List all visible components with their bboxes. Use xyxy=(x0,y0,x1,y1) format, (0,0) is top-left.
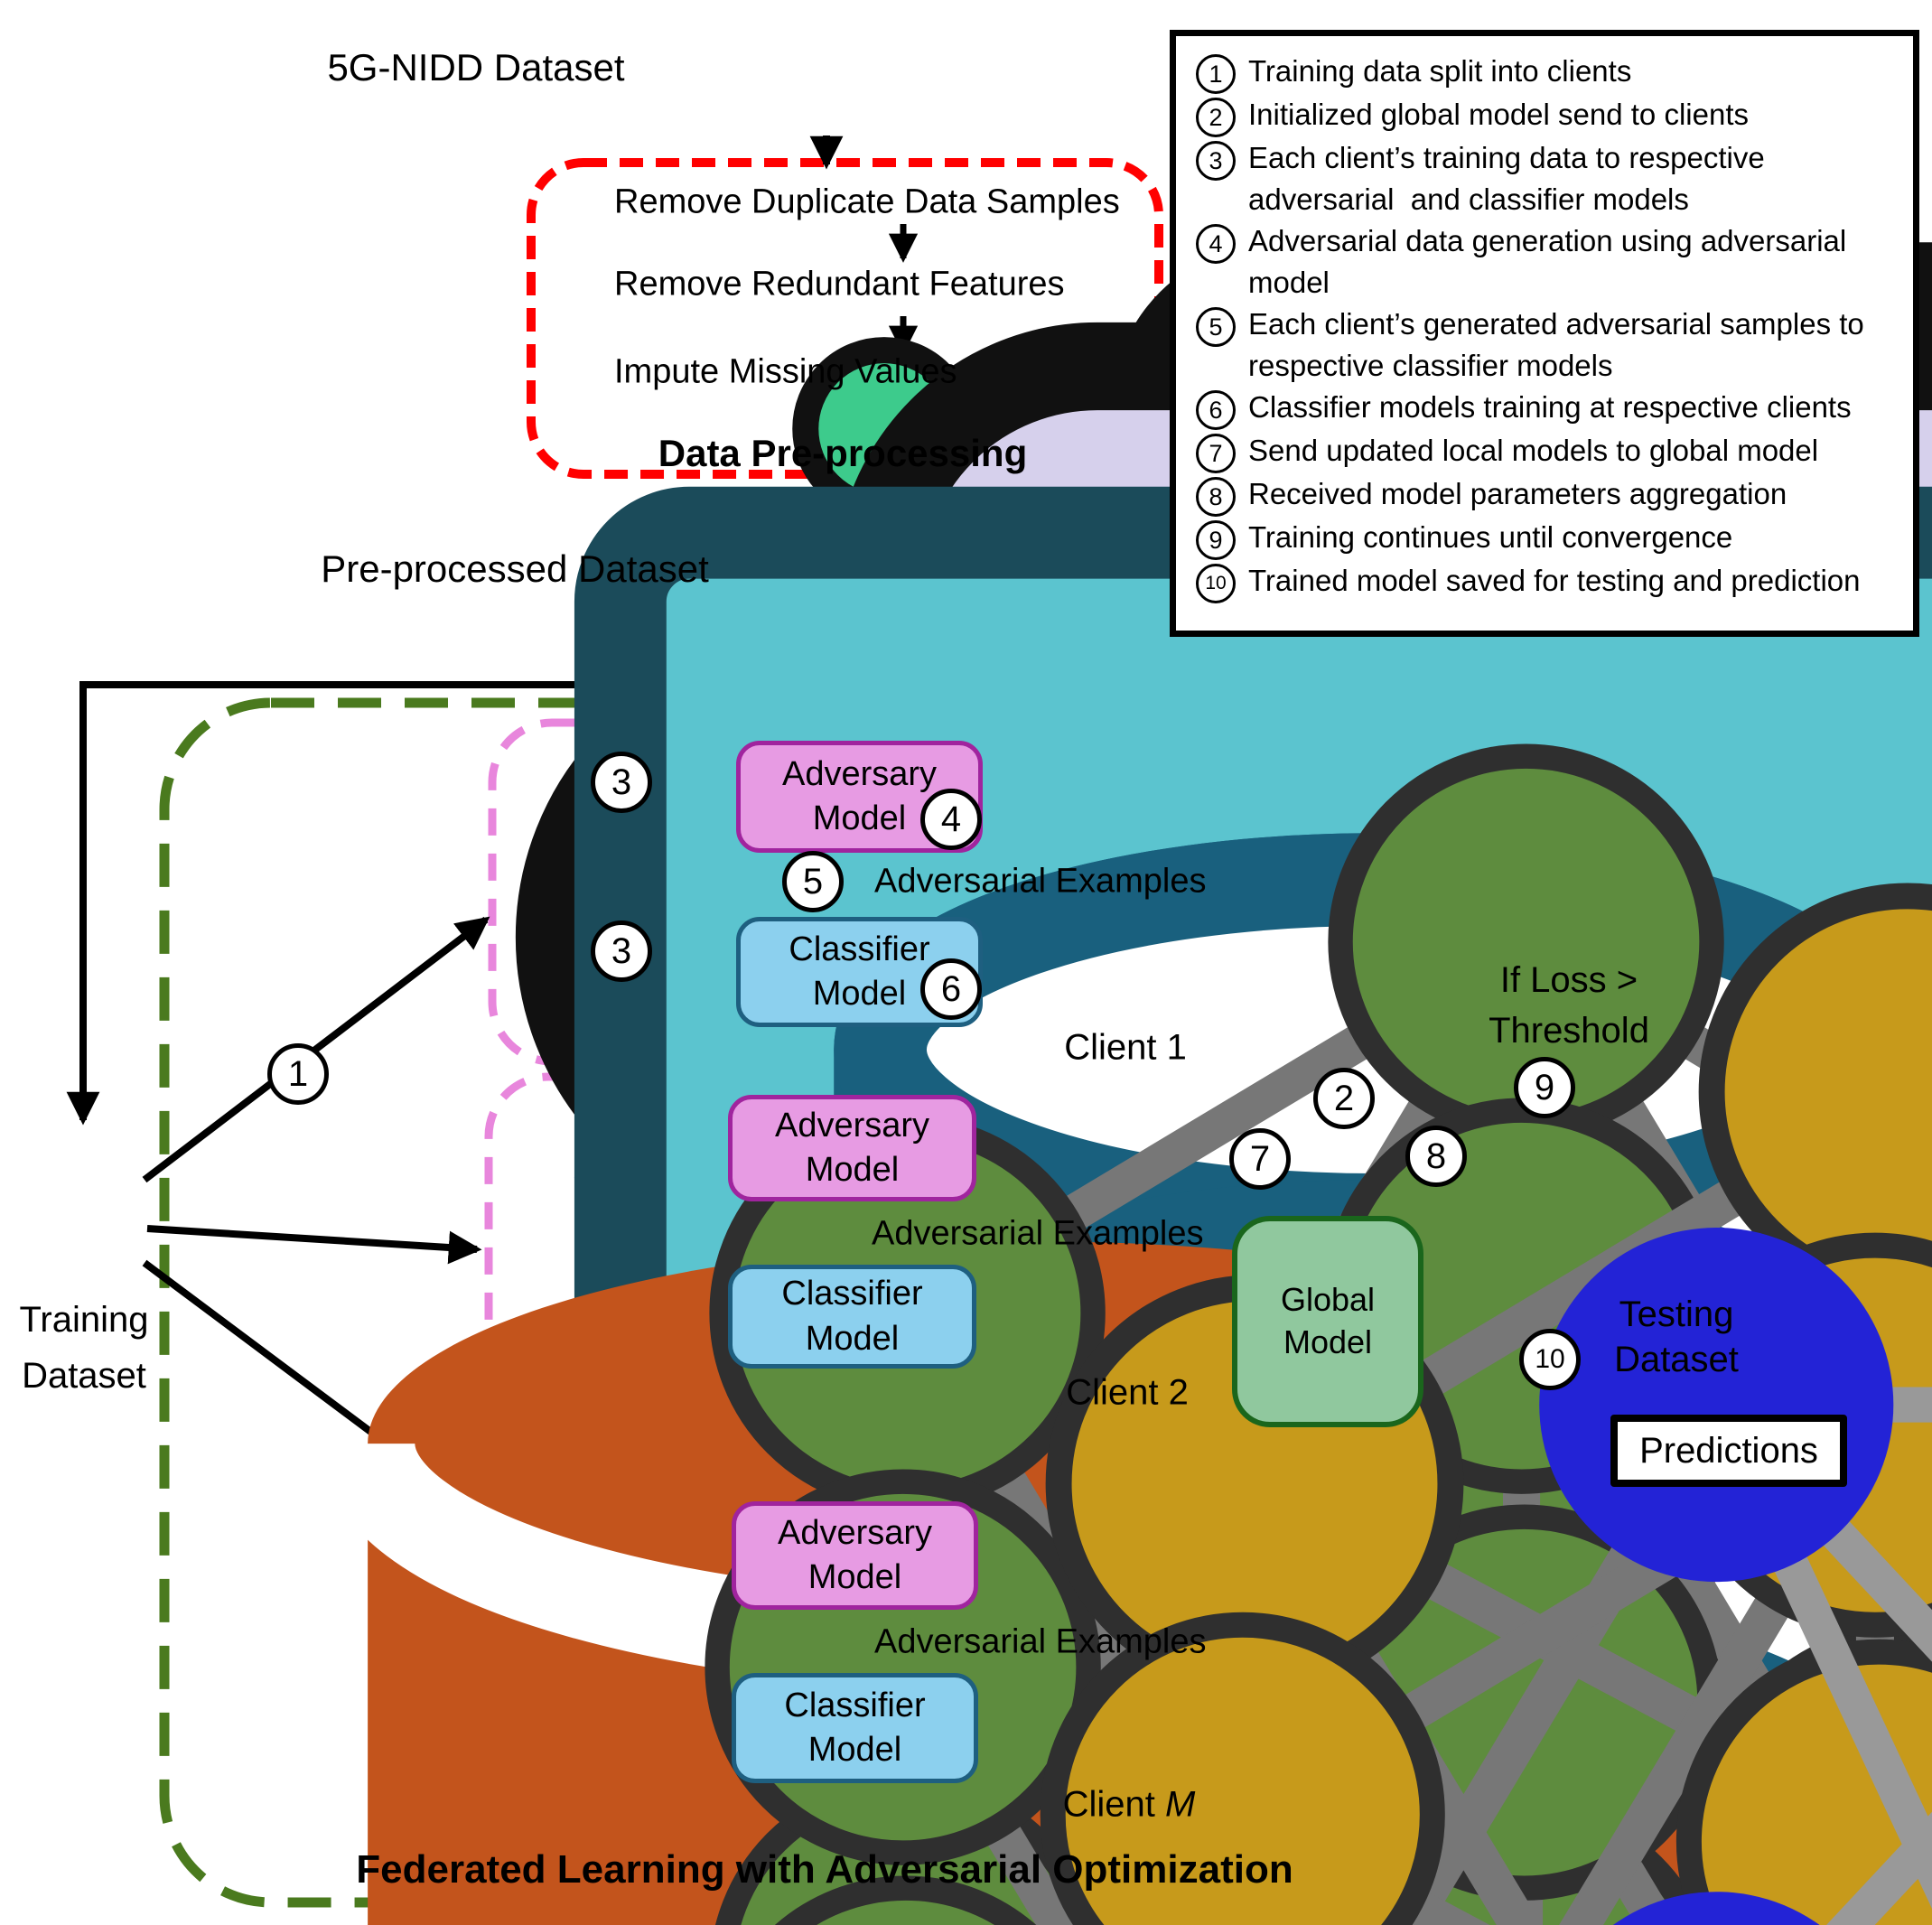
federated-title: Federated Learning with Adversarial Opti… xyxy=(356,1847,1293,1892)
legend-num-7: 7 xyxy=(1196,434,1236,473)
badge-step-1: 1 xyxy=(267,1043,329,1105)
client1-adversary-model-label: Adversary Model xyxy=(781,754,938,837)
client2-classifier-model-label: Classifier Model xyxy=(781,1275,923,1358)
loss-condition-label: If Loss > Threshold xyxy=(1489,960,1649,1051)
client1-label: Client 1 xyxy=(1064,1027,1187,1068)
client2-adversary-model-label: Adversary Model xyxy=(774,1106,930,1189)
legend-item: 4 Adversarial data generation using adver… xyxy=(1196,220,1897,304)
legend-text-3: Each client’s training data to respectiv… xyxy=(1248,141,1773,216)
legend-text-10: Trained model saved for testing and pred… xyxy=(1248,564,1861,597)
training-dataset-label: Training Dataset xyxy=(19,1300,149,1396)
legend-num-4: 4 xyxy=(1196,224,1236,264)
preprocessed-dataset-label: Pre-processed Dataset xyxy=(321,547,709,590)
legend-item: 5 Each client’s generated adversarial sam… xyxy=(1196,304,1897,387)
badge-step-9: 9 xyxy=(1514,1057,1575,1118)
legend-num-9: 9 xyxy=(1196,520,1236,560)
legend-item: 9 Training continues until convergence xyxy=(1196,517,1897,560)
legend-item: 1 Training data split into clients xyxy=(1196,51,1897,94)
testing-dataset-label: Testing Dataset xyxy=(1614,1294,1739,1379)
client1-adv-examples-label: Adversarial Examples xyxy=(874,862,1207,901)
client2-classifier-model-box: Classifier Model xyxy=(728,1265,976,1369)
predictions-label: Predictions xyxy=(1639,1431,1818,1471)
legend-text-8: Received model parameters aggregation xyxy=(1248,477,1787,510)
source-dataset-label: 5G-NIDD Dataset xyxy=(327,46,625,89)
predictions-box: Predictions xyxy=(1610,1415,1847,1487)
arrow-training-to-client2 xyxy=(146,1225,482,1265)
clientm-classifier-model-box: Classifier Model xyxy=(732,1673,978,1783)
legend-num-6: 6 xyxy=(1196,390,1236,430)
legend-item: 7 Send updated local models to global mod… xyxy=(1196,430,1897,473)
legend-item: 10 Trained model saved for testing and pr… xyxy=(1196,560,1897,603)
legend-text-9: Training continues until convergence xyxy=(1248,520,1733,554)
client2-label: Client 2 xyxy=(1066,1372,1189,1413)
legend-num-3: 3 xyxy=(1196,141,1236,181)
legend-text-2: Initialized global model send to clients xyxy=(1248,98,1749,131)
legend-text-5: Each client’s generated adversarial samp… xyxy=(1248,307,1872,382)
preprocessing-title: Data Pre-processing xyxy=(658,432,1028,474)
preprocessing-step-1: Remove Duplicate Data Samples xyxy=(614,182,1120,221)
clientm-label: Client M xyxy=(1063,1785,1196,1826)
clientm-label-suffix: M xyxy=(1165,1784,1196,1825)
clientm-label-prefix: Client xyxy=(1062,1784,1166,1825)
legend-num-2: 2 xyxy=(1196,98,1236,137)
preprocessing-step-2: Remove Redundant Features xyxy=(614,265,1065,304)
global-model-label: Global Model xyxy=(1280,1281,1376,1360)
client2-adversary-model-box: Adversary Model xyxy=(728,1095,976,1201)
arrow-client2-data-to-adversary xyxy=(574,1155,643,1189)
global-model-box: Global Model xyxy=(1232,1216,1423,1427)
legend-text-7: Send updated local models to global mode… xyxy=(1248,434,1819,467)
badge-step-2: 2 xyxy=(1313,1068,1375,1129)
legend-item: 2 Initialized global model send to client… xyxy=(1196,94,1897,137)
badge-step-4: 4 xyxy=(920,789,982,850)
badge-step-8: 8 xyxy=(1405,1126,1467,1187)
preprocessing-step-3: Impute Missing Values xyxy=(614,352,957,391)
clientm-classifier-model-label: Classifier Model xyxy=(784,1686,926,1769)
badge-step-10: 10 xyxy=(1519,1329,1581,1390)
legend-box: 1 Training data split into clients 2 Initi… xyxy=(1170,30,1919,637)
legend-item: 8 Received model parameters aggregation xyxy=(1196,473,1897,517)
legend-num-10: 10 xyxy=(1196,564,1236,603)
legend-text-6: Classifier models training at respective… xyxy=(1248,390,1852,424)
client1-classifier-model-label: Classifier Model xyxy=(789,930,930,1013)
client2-adv-examples-label: Adversarial Examples xyxy=(872,1214,1204,1253)
legend-text-4: Adversarial data generation using advers… xyxy=(1248,224,1855,299)
badge-step-6: 6 xyxy=(920,958,982,1020)
badge-step-3a: 3 xyxy=(591,752,652,813)
clientm-adversary-model-label: Adversary Model xyxy=(777,1513,933,1596)
legend-item: 6 Classifier models training at respectiv… xyxy=(1196,387,1897,430)
clientm-adv-examples-label: Adversarial Examples xyxy=(874,1622,1207,1661)
legend-num-1: 1 xyxy=(1196,54,1236,94)
legend-num-5: 5 xyxy=(1196,307,1236,347)
badge-step-5: 5 xyxy=(782,851,844,912)
legend-text-1: Training data split into clients xyxy=(1248,54,1632,88)
legend-item: 3 Each client’s training data to respecti… xyxy=(1196,137,1897,220)
legend-num-8: 8 xyxy=(1196,477,1236,517)
badge-step-3b: 3 xyxy=(591,920,652,982)
badge-step-7: 7 xyxy=(1229,1128,1291,1190)
clientm-adversary-model-box: Adversary Model xyxy=(732,1501,978,1610)
